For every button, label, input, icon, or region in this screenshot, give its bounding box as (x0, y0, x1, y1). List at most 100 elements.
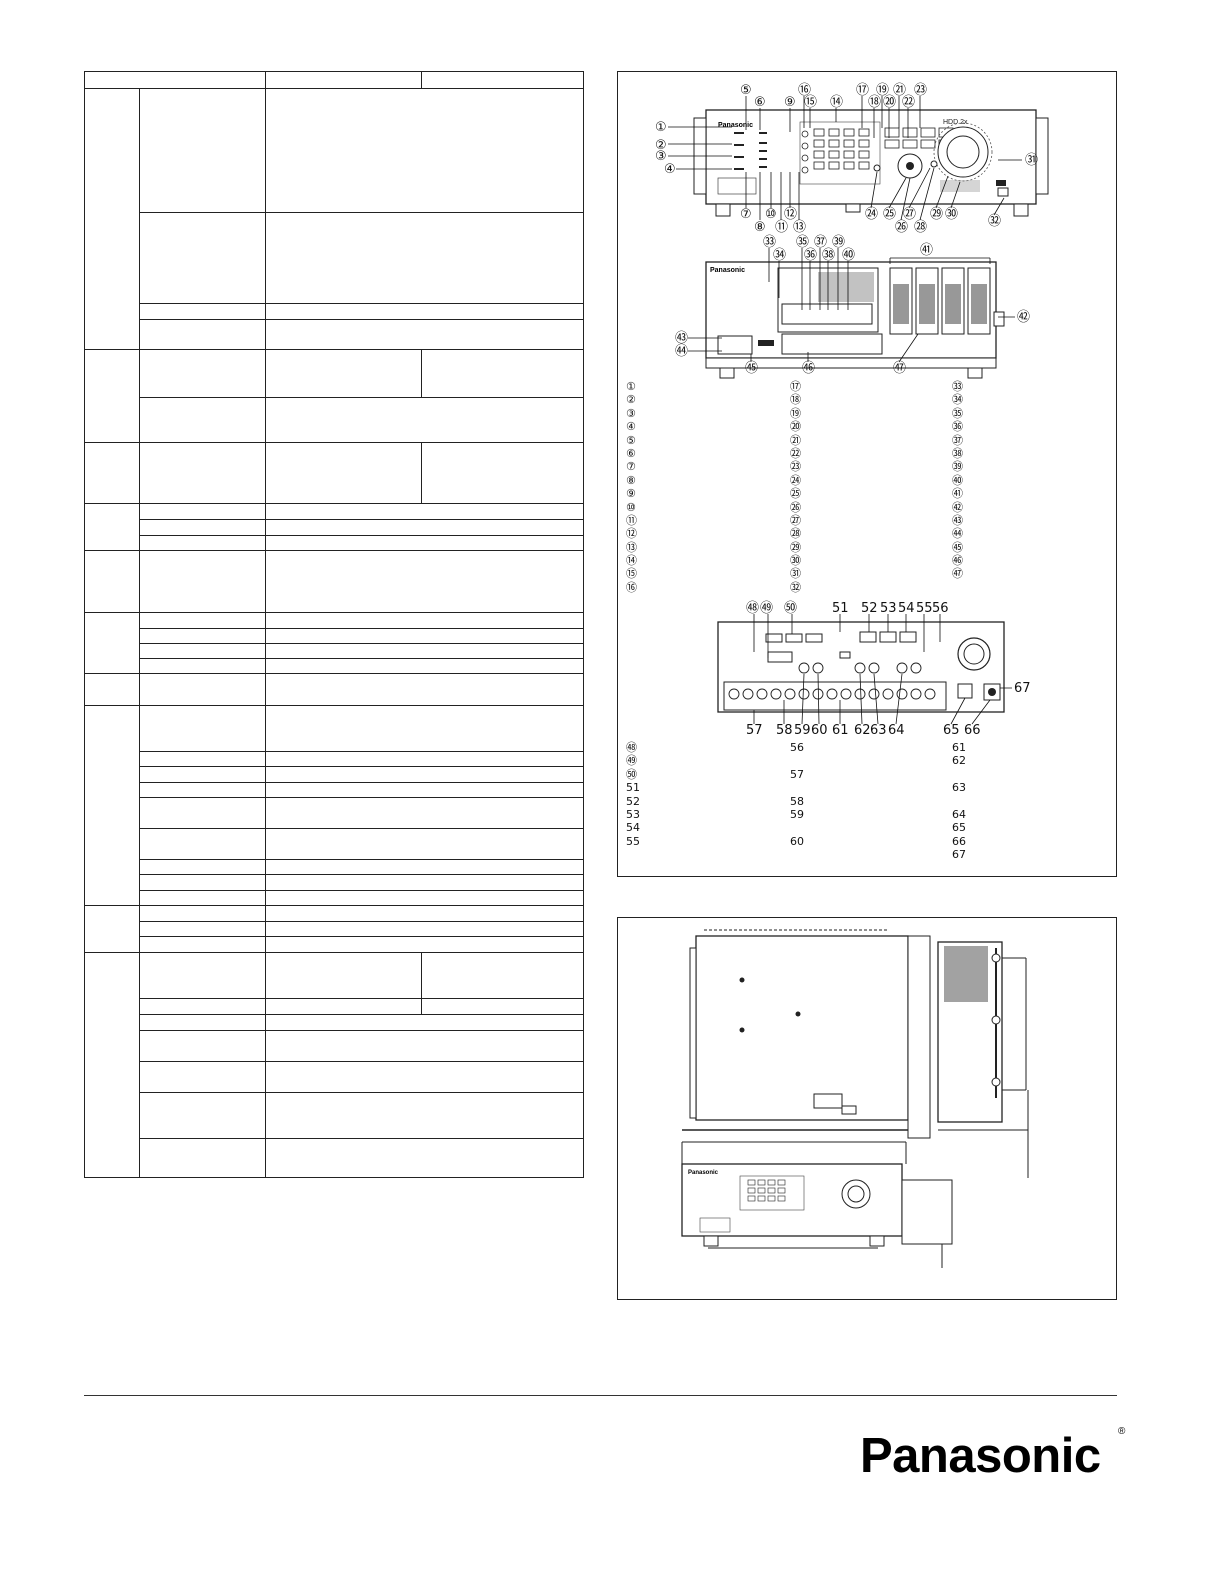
svg-text:Panasonic: Panasonic (710, 267, 745, 274)
callout-label: ㉞ (773, 248, 786, 263)
callout-label: ㉓ (914, 83, 927, 98)
callout-label: ⑭ (830, 95, 843, 110)
legend-item: ㉚ (790, 554, 801, 568)
legend-item: 63 (952, 781, 966, 795)
spec-table-header (85, 72, 583, 89)
legend-item: 66 (952, 834, 966, 848)
legend-item (790, 781, 804, 794)
legend-item: ② (626, 393, 636, 407)
legend-item: ㉒ (790, 446, 801, 460)
legend-item: ㉞ (952, 393, 963, 407)
legend-item: ⑪ (626, 513, 637, 527)
table-row-divider (139, 535, 583, 536)
legend-item: 61 (952, 741, 966, 754)
table-row-divider (139, 397, 583, 398)
callout-label: ㉛ (1025, 153, 1038, 168)
legend-item: ㉕ (790, 487, 801, 501)
device-brand-label: Panasonic (718, 122, 753, 129)
table-row-divider (85, 442, 583, 443)
legend-item: ⑥ (626, 446, 636, 460)
callout-label: ② (655, 138, 667, 153)
legend-item: ㊳ (952, 446, 963, 460)
callout-label: ㉝ (763, 235, 776, 250)
rear-legend-column: 56 57 58 59 60 (790, 741, 804, 848)
table-row-divider (85, 550, 583, 551)
table-row-divider (85, 905, 583, 906)
callout-label: 51 (832, 601, 849, 616)
spec-table (84, 71, 584, 1178)
legend-item: ㉔ (790, 473, 801, 487)
callout-label: ⑱ (868, 95, 881, 110)
callout-label: 62 (854, 723, 871, 738)
callout-label: 65 (943, 723, 960, 738)
callout-label: ㊺ (745, 361, 758, 376)
callout-label: 64 (888, 723, 905, 738)
table-divider (421, 349, 422, 397)
legend-item: ⑫ (626, 527, 637, 541)
legend-item: ㊱ (952, 420, 963, 434)
dimensions-panel: Panasonic (617, 917, 1117, 1300)
legend-item: ㊿ (626, 767, 637, 781)
table-row-divider (85, 705, 583, 706)
callout-label: ㊼ (893, 361, 906, 376)
table-row-divider (139, 628, 583, 629)
callout-label: ⑫ (784, 207, 797, 222)
legend-item: ㉜ (790, 580, 801, 594)
legend-column: ⑰ ⑱ ⑲ ⑳ ㉑ ㉒ ㉓ ㉔ ㉕ ㉖ ㉗ ㉘ ㉙ ㉚ ㉛ ㉜ (790, 380, 801, 594)
legend-item: 58 (790, 794, 804, 808)
callout-label: 54 (898, 601, 915, 616)
legend-item: 57 (790, 767, 804, 781)
table-row-divider (85, 673, 583, 674)
rear-callouts: ㊽ ㊾ ㊿ 51 52 53 54 55 56 57 58 59 60 61 6… (746, 601, 1031, 738)
callout-label: ⑤ (740, 83, 752, 98)
legend-item: 56 (790, 741, 804, 754)
legend-item: ⑬ (626, 540, 637, 554)
table-row-divider (139, 859, 583, 860)
rear-view-drawing (717, 621, 1005, 713)
callout-label: ㊱ (804, 248, 817, 263)
legend-item: ⑰ (790, 380, 801, 393)
legend-item: ⑦ (626, 460, 636, 474)
callout-label: ⑲ (876, 83, 889, 98)
legend-item: ⑭ (626, 554, 637, 568)
legend-item: ⑧ (626, 473, 636, 487)
legend-item: ㉛ (790, 567, 801, 581)
table-row-divider (85, 612, 583, 613)
callout-label: ㊹ (675, 344, 688, 359)
callout-label: 58 (776, 723, 793, 738)
callout-label: 53 (880, 601, 897, 616)
callout-label: ㊻ (802, 361, 815, 376)
legend-item: ㉝ (952, 380, 963, 393)
legend-item: ㊾ (626, 754, 637, 768)
table-row-divider (139, 1030, 583, 1031)
legend-item: ㉗ (790, 513, 801, 527)
table-row-divider (139, 658, 583, 659)
callout-label: ㉚ (945, 207, 958, 222)
legend-item: ㉑ (790, 433, 801, 447)
callout-label: ㊲ (814, 235, 827, 250)
callout-label: ⑧ (754, 220, 766, 235)
legend-column: ㉝ ㉞ ㉟ ㊱ ㊲ ㊳ ㊴ ㊵ ㊶ ㊷ ㊸ ㊹ ㊺ ㊻ ㊼ (952, 380, 963, 581)
callout-label: ⑨ (784, 95, 796, 110)
legend-item: 64 (952, 807, 966, 821)
callout-label: 59 (794, 723, 811, 738)
front-view-drawing: Panasonic (693, 109, 1049, 217)
table-row-divider (85, 952, 583, 953)
callout-label: 61 (832, 723, 849, 738)
legend-item: ⑩ (626, 500, 636, 514)
legend-column: ① ② ③ ④ ⑤ ⑥ ⑦ ⑧ ⑨ ⑩ ⑪ ⑫ ⑬ ⑭ ⑮ ⑯ (626, 380, 637, 594)
brand-logo: Panasonic ® (860, 1426, 1130, 1488)
callout-label: 60 (811, 723, 828, 738)
legend-item: 52 (626, 794, 640, 808)
legend-item: ㊶ (952, 487, 963, 501)
legend-item: 53 (626, 807, 640, 821)
table-row-divider (85, 503, 583, 504)
legend-item: ③ (626, 406, 636, 420)
table-divider (139, 88, 140, 1177)
legend-item: 54 (626, 821, 640, 835)
callout-label: ㉘ (914, 220, 927, 235)
legend-item: ④ (626, 420, 636, 434)
legend-item (952, 795, 966, 808)
callout-label: ⑥ (754, 95, 766, 110)
legend-item: ① (626, 380, 636, 393)
